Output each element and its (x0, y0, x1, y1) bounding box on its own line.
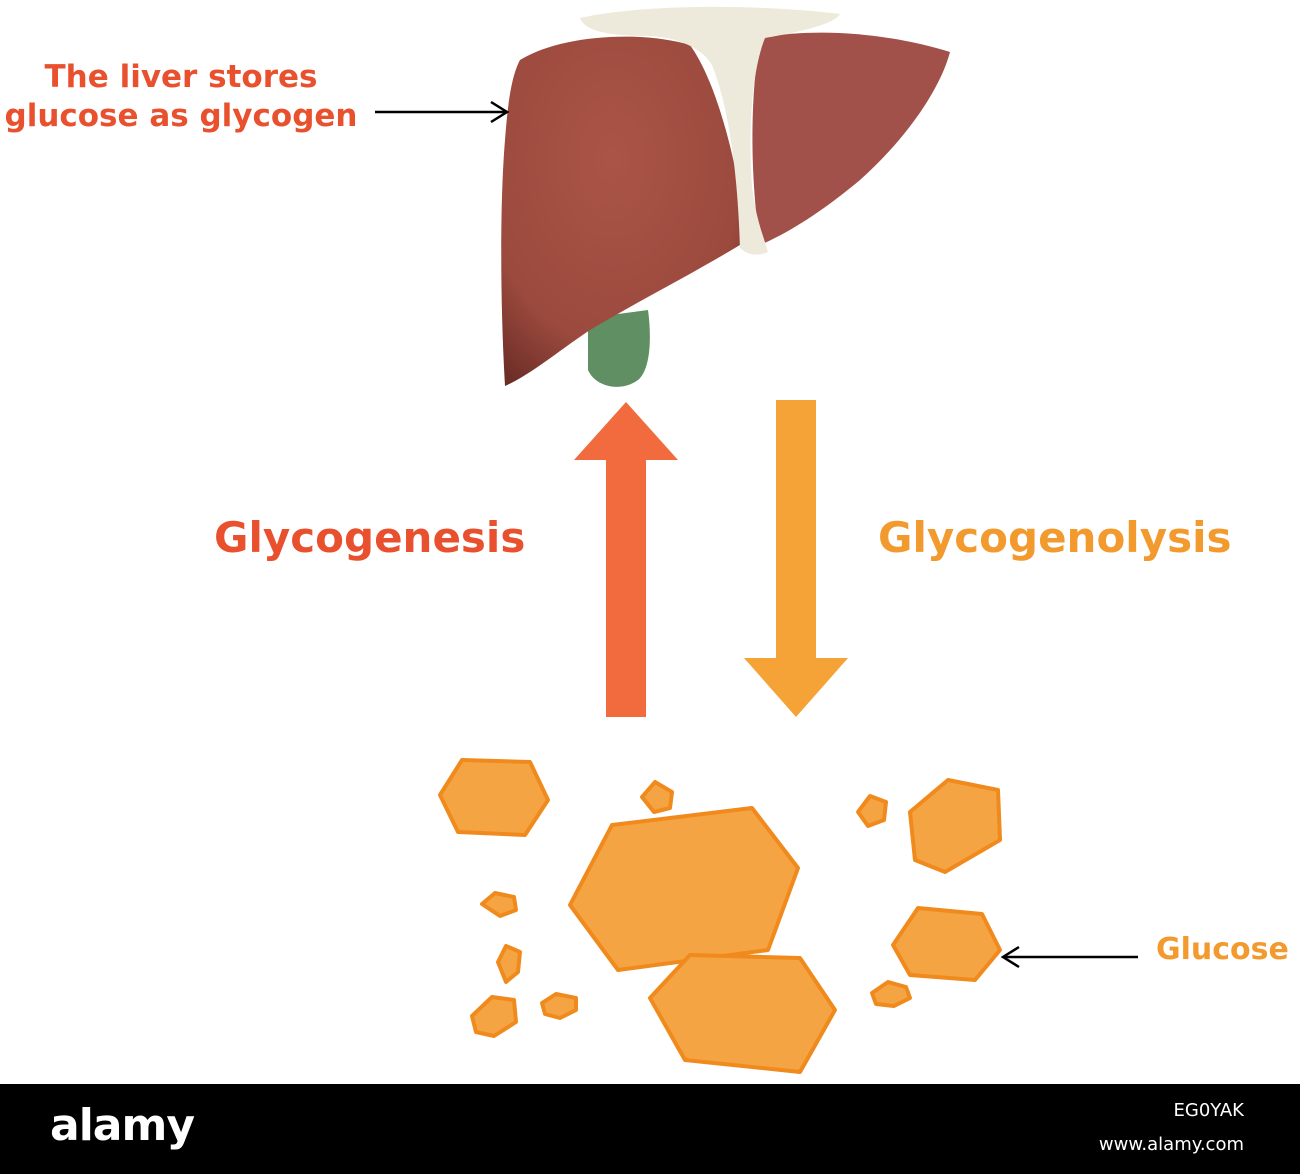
glycogenesis-arrow (574, 402, 678, 717)
watermark-footer: alamy EG0YAK www.alamy.com (0, 1084, 1300, 1174)
glucose-crystal-icon (891, 906, 1002, 982)
glucose-crystals (438, 758, 1002, 1074)
glucose-crystal-icon (908, 778, 1002, 874)
liver-label-line1: The liver stores (44, 59, 318, 95)
glucose-crystal-icon (568, 806, 800, 972)
glucose-crystal-icon (856, 794, 888, 828)
glucose-crystal-icon (480, 891, 518, 918)
liver-pointer-arrow (375, 100, 510, 124)
glucose-crystal-icon (496, 944, 522, 984)
brand-logo: alamy (50, 1100, 195, 1151)
glucose-crystal-icon (870, 980, 912, 1008)
glucose-pointer-arrow (1000, 945, 1138, 969)
liver-left-lobe (752, 32, 950, 246)
gallbladder-icon (588, 310, 650, 387)
liver-label-line2: glucose as glycogen (4, 98, 358, 134)
glycogen-diagram (375, 6, 1138, 1074)
glucose-label: Glucose (1156, 932, 1289, 967)
website-url: www.alamy.com (1098, 1134, 1244, 1155)
glycogenesis-label: Glycogenesis (214, 513, 526, 562)
liver-stores-label: The liver stores glucose as glycogen (0, 58, 362, 136)
glucose-crystal-icon (470, 995, 518, 1038)
glycogenolysis-label: Glycogenolysis (878, 513, 1232, 562)
image-id: EG0YAK (1173, 1100, 1245, 1121)
glycogenolysis-arrow (744, 400, 848, 717)
glucose-crystal-icon (648, 953, 837, 1074)
liver-right-lobe (501, 36, 748, 386)
liver-icon (501, 6, 950, 387)
glucose-crystal-icon (640, 780, 674, 814)
glucose-crystal-icon (438, 758, 550, 837)
glucose-crystal-icon (540, 992, 578, 1020)
falciform-ligament (580, 6, 840, 255)
